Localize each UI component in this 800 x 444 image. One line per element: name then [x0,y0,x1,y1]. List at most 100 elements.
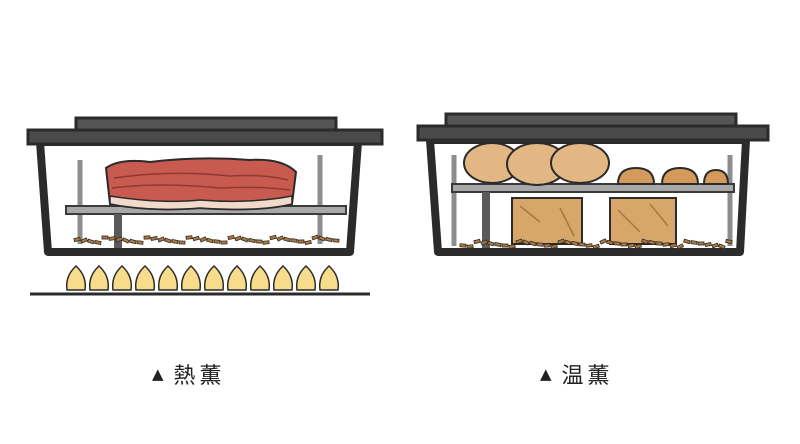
wood-chip [473,238,481,245]
flame [65,264,87,291]
cheese-blocks-icon [511,197,677,245]
wood-chip [317,235,326,242]
flame [180,264,202,291]
wood-chip [620,242,628,247]
wood-chip [704,242,712,247]
meat-slab-icon [104,157,298,211]
rack-icon [451,155,735,248]
wood-chip [578,242,586,247]
wood-chip [690,240,698,245]
wood-chip [129,238,137,245]
wood-chip [466,244,474,249]
wood-chip [487,240,495,247]
caption-warm-smoking: ▲ 温薫 [540,358,614,390]
triangle-marker-icon: ▲ [540,365,552,383]
wood-chip [515,238,523,245]
wood-chip [262,240,270,245]
wood-chip [640,238,649,245]
flame-icon [65,264,340,291]
wood-chip [227,234,235,241]
wood-chip [725,238,733,245]
wood-chip [669,242,677,249]
wood-chip [80,237,89,244]
wood-chip [213,239,221,244]
wood-chip [297,239,305,244]
wood-chip [94,240,102,245]
wood-chip [199,236,208,243]
wood-chip [171,238,179,245]
warm-smoking-panel [416,112,770,256]
wood-chip [136,240,144,245]
wood-chip [627,242,635,249]
wood-chip [662,242,670,247]
wood-chip [717,243,726,250]
wood-chip [192,235,200,242]
flame [295,264,317,291]
flame [157,264,179,291]
wood-chip [255,239,263,244]
wood-chip [521,239,530,246]
flame [203,264,225,291]
wood-chip [332,238,340,243]
wood-chip [220,240,228,245]
wood-chip [536,242,544,247]
wood-chips-icon [73,234,340,245]
flame [111,264,133,291]
wood-chip [206,237,214,244]
wood-chip [697,241,705,246]
wood-chip [648,239,656,246]
wood-chip [529,240,537,247]
wood-chip [101,235,109,240]
wood-chip [234,235,243,242]
wood-chip [73,236,81,243]
wood-chip [163,237,172,244]
wood-chip [185,235,193,240]
wood-chip [87,238,95,245]
wood-chip [655,241,663,246]
flame [249,264,271,291]
small-rolls-icon [616,166,730,185]
lid-icon [26,116,384,146]
wood-chip [459,243,467,248]
wood-chip [143,235,151,240]
wood-chip [290,238,298,243]
wood-chip [599,238,608,245]
wood-chips-icon [459,238,733,250]
wood-chip [276,235,285,242]
wood-chip [557,238,566,245]
wood-chip [606,239,614,246]
lid-icon [416,112,770,142]
wood-chip [571,240,579,247]
wood-chip [508,244,516,249]
wood-chip [311,234,319,241]
wood-chip [283,236,291,243]
wood-chip [501,243,509,248]
wood-chip [108,236,116,241]
wood-chip [157,236,166,243]
flame [318,264,340,291]
wood-chip [150,235,158,242]
wood-chip [563,239,572,246]
flame [272,264,294,291]
flame [134,264,156,291]
wood-chip [240,236,249,243]
flame [226,264,248,291]
wood-chip [683,238,691,245]
wood-chip [634,243,643,250]
hot-smoking-panel [26,116,384,296]
wood-chip [248,237,256,244]
wood-chip [480,239,489,246]
potatoes-icon [463,142,610,186]
wood-chip [592,243,600,250]
wood-chip [550,243,558,250]
wood-chip [585,243,593,248]
wood-chip [269,234,277,241]
caption-label: 熱薫 [173,364,226,389]
wood-chip [115,236,123,243]
wood-chip [613,241,621,246]
wood-chip [304,240,312,245]
caption-hot-smoking: ▲ 熱薫 [152,358,226,390]
wood-chip [494,242,502,247]
caption-label: 温薫 [561,364,614,389]
